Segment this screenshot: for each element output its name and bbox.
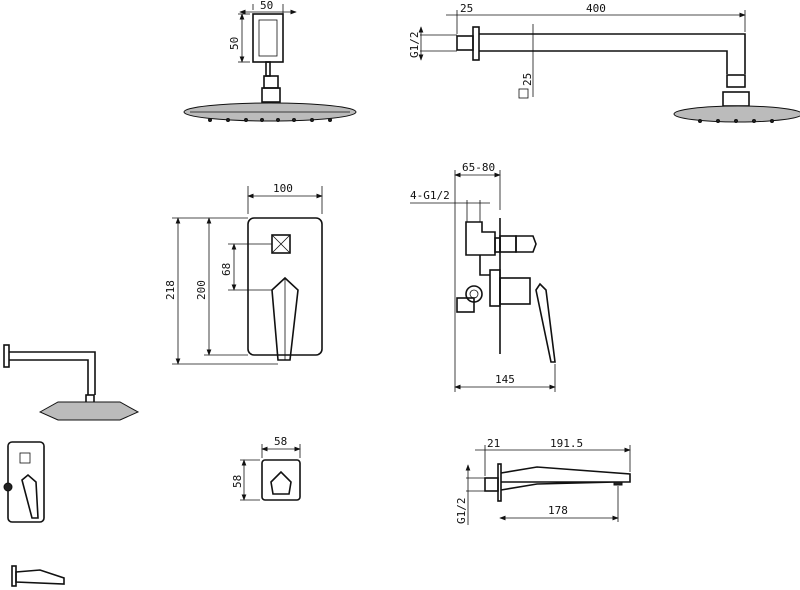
spout-side-view: G1/2 21 191.5 178	[455, 437, 631, 525]
dim-width: 100	[273, 182, 293, 195]
dim-square-section: 25	[521, 73, 534, 86]
dim-width: 50	[260, 0, 273, 12]
shower-head-front-view: 50 50	[183, 0, 357, 122]
dim-depth-range: 65-80	[462, 161, 495, 174]
dim-flange: 25	[460, 2, 473, 15]
dim-length: 400	[586, 2, 606, 15]
dim-total-depth: 145	[495, 373, 515, 386]
mixer-thumbnail	[3, 441, 45, 523]
dim-length: 191.5	[550, 437, 583, 450]
square-trim-view: 58 58	[231, 435, 301, 501]
dim-connections: 4-G1/2	[410, 189, 450, 202]
dim-total-height: 218	[164, 280, 177, 300]
mixer-front-view: 100 218 200 68	[164, 182, 323, 365]
dim-height: 50	[228, 37, 241, 50]
dim-height: 200	[195, 280, 208, 300]
dim-thread: G1/2	[455, 498, 468, 525]
nozzle-row	[208, 118, 332, 122]
mixer-side-view: 65-80 4-G1/2 145	[410, 161, 556, 392]
dim-projection: 178	[548, 504, 568, 517]
dim-handle-offset: 68	[220, 263, 233, 276]
dim-height: 58	[231, 475, 244, 488]
shower-arm-side-view: G1/2 25 400 25	[408, 2, 800, 123]
spout-thumbnail	[11, 565, 65, 587]
shower-set-thumbnail	[3, 344, 140, 421]
dim-flange: 21	[487, 437, 500, 450]
dim-width: 58	[274, 435, 287, 448]
dim-thread: G1/2	[408, 32, 421, 59]
